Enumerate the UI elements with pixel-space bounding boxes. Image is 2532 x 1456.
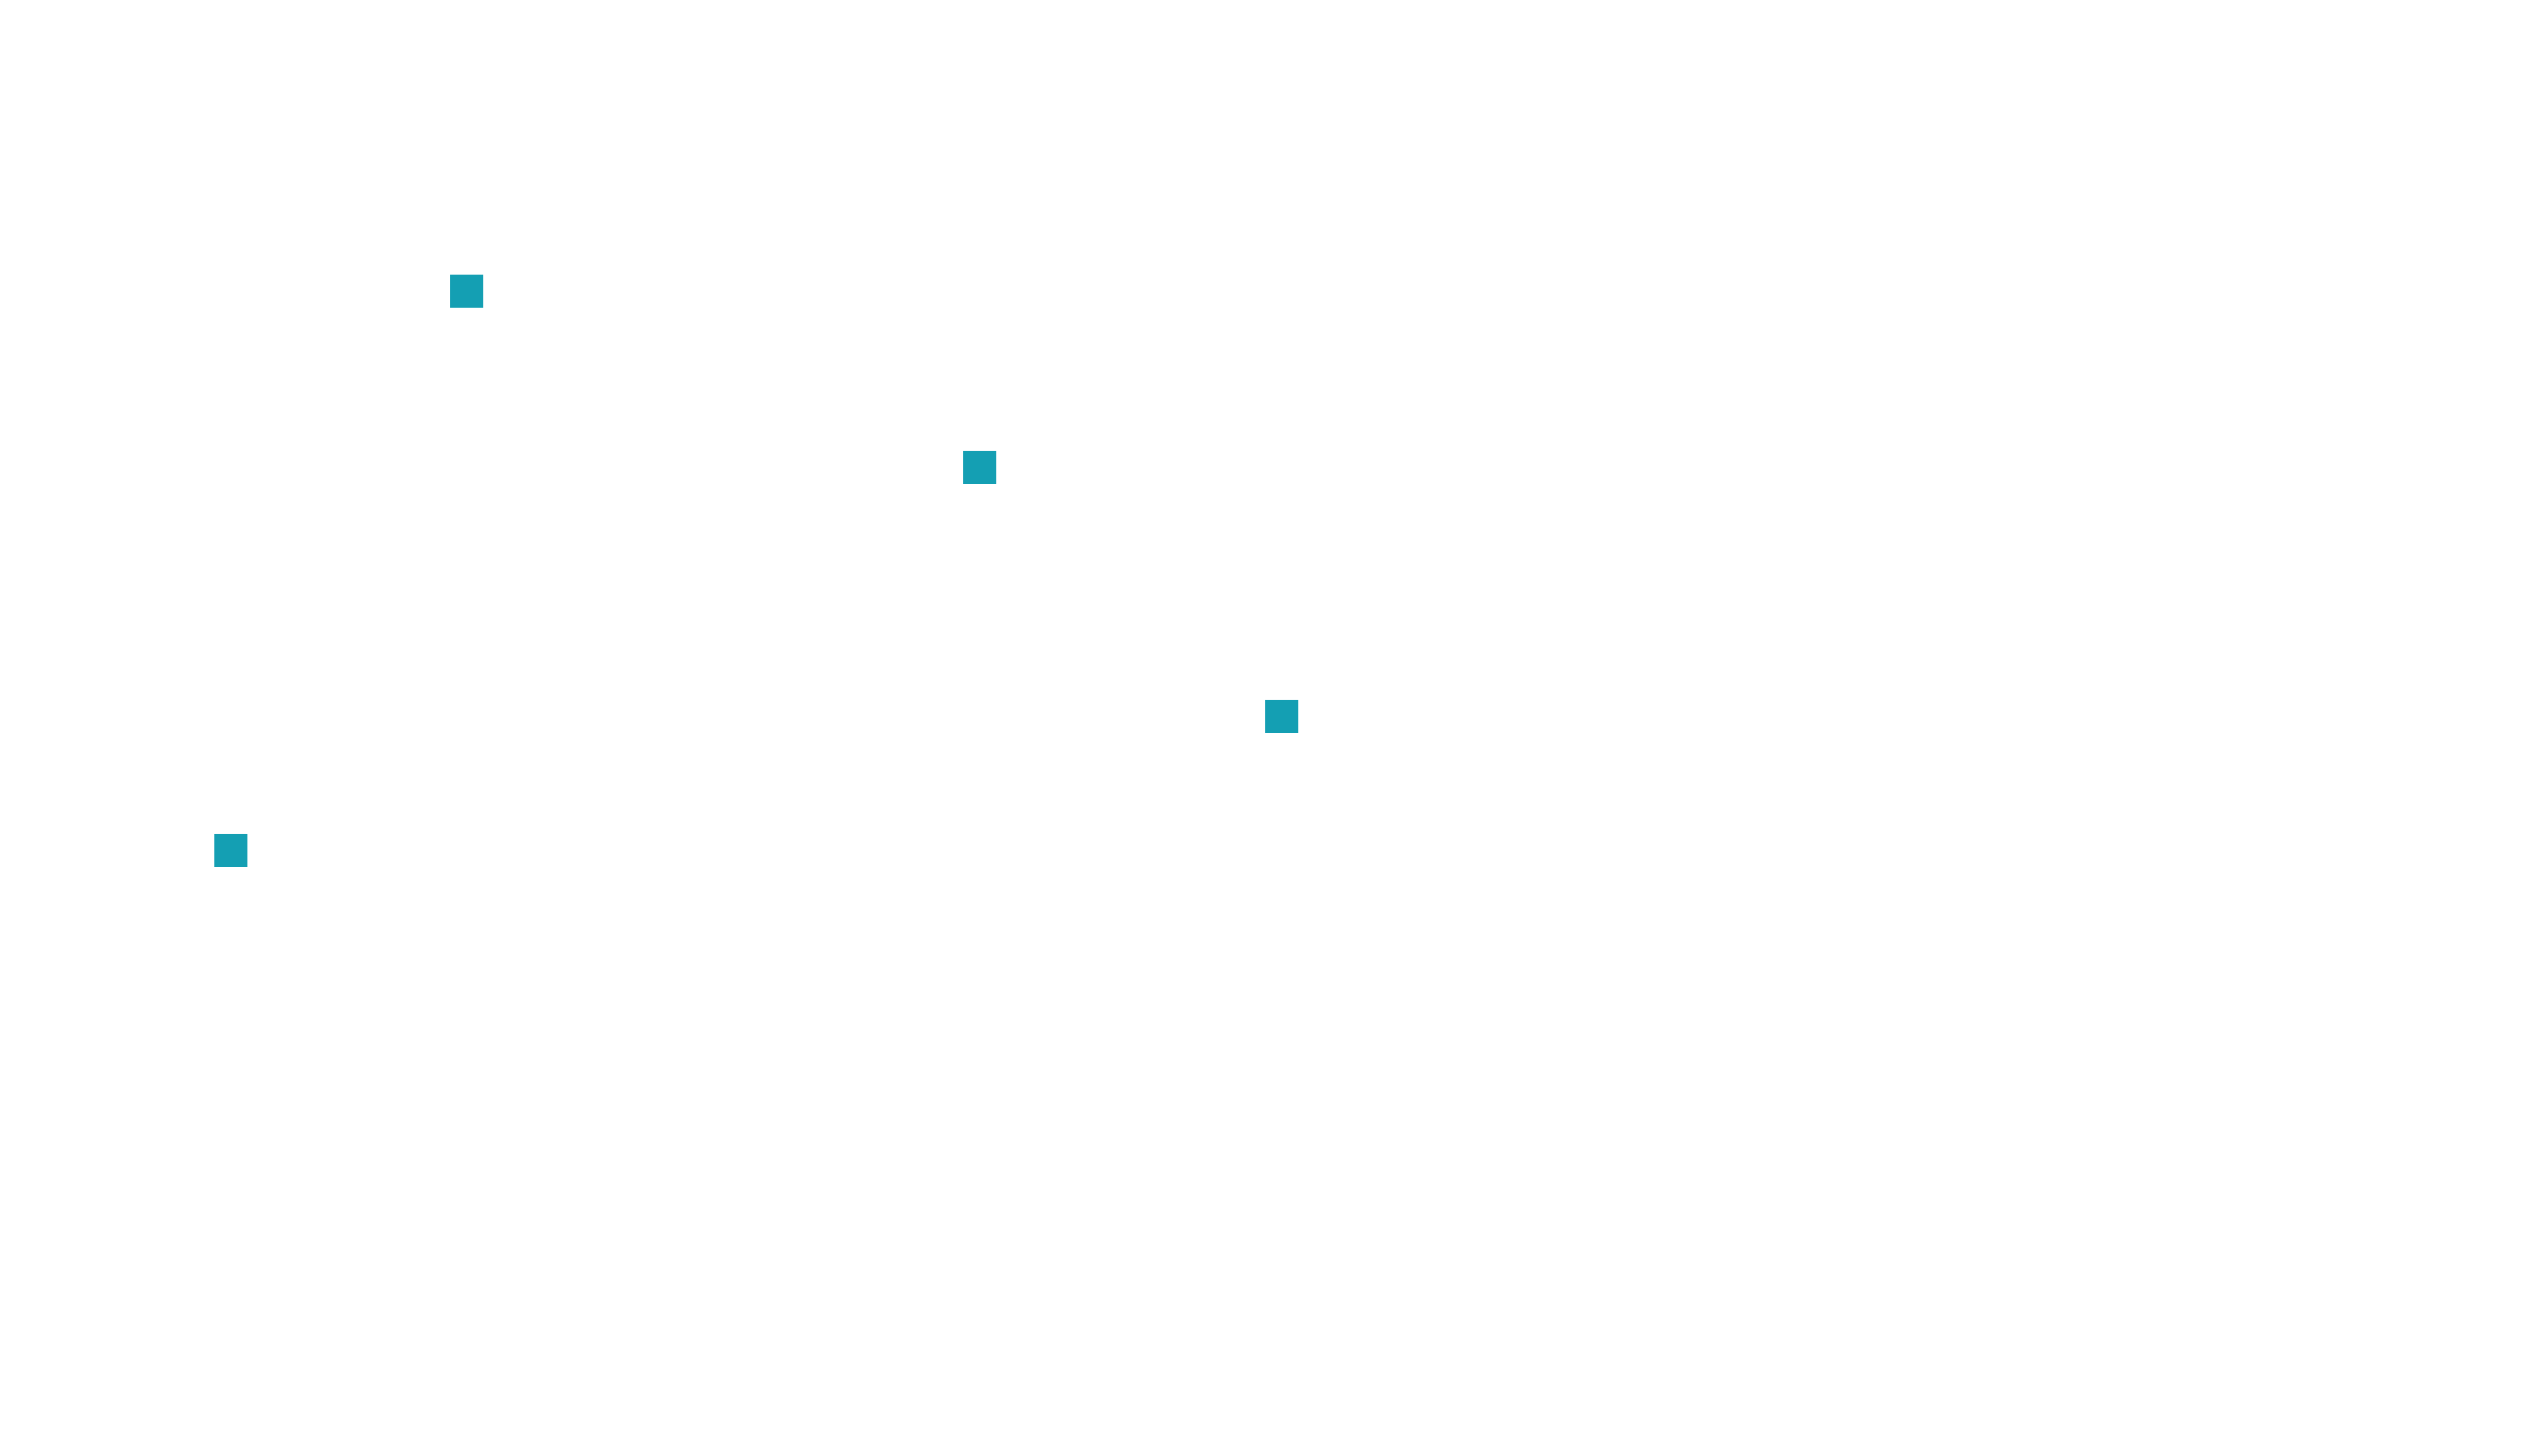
square-marker — [1265, 700, 1298, 733]
square-marker — [963, 451, 996, 484]
square-marker — [450, 275, 483, 308]
square-marker — [214, 834, 247, 867]
